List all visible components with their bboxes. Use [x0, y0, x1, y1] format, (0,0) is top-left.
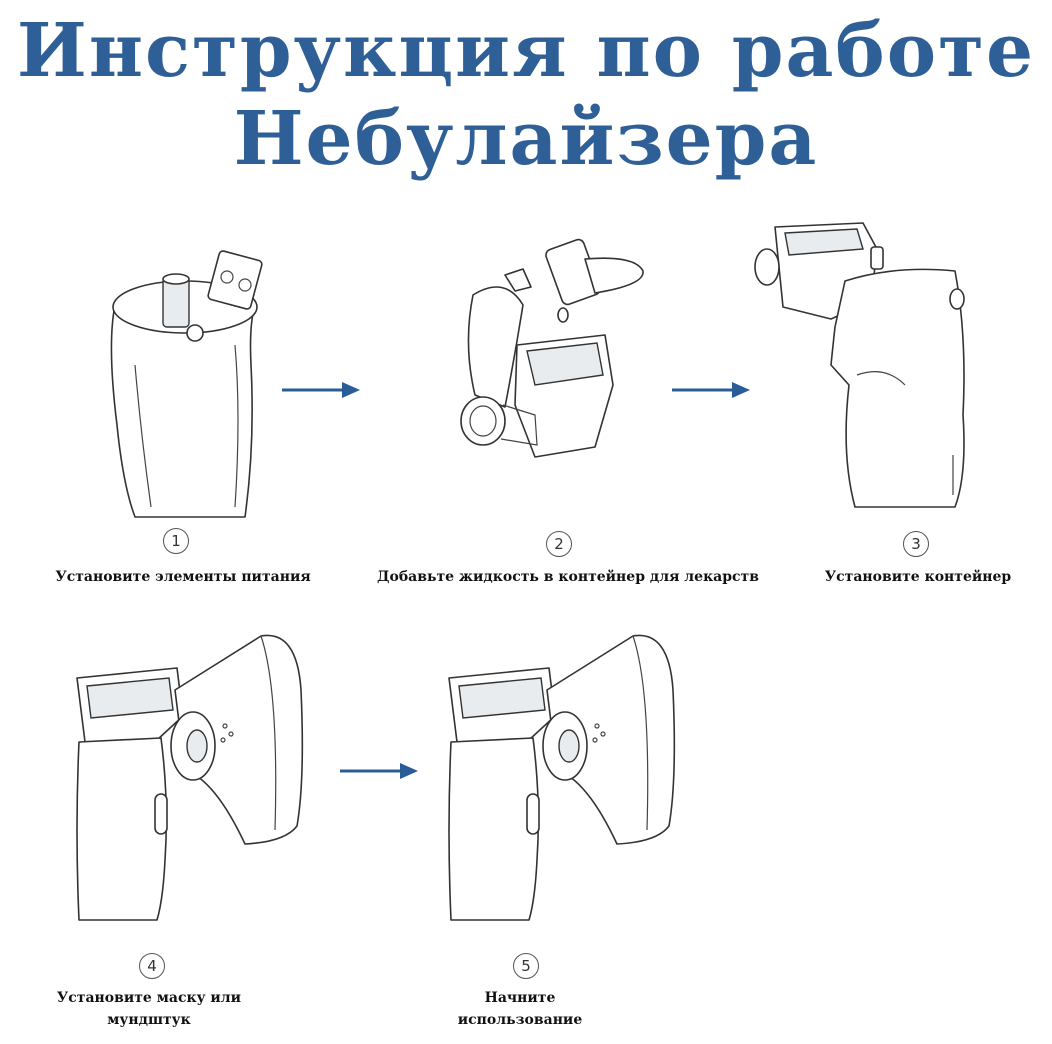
- step2-number: 2: [546, 531, 572, 557]
- step1-number: 1: [163, 528, 189, 554]
- step4-illustration: [76, 634, 304, 921]
- step5-caption: Начните использование: [457, 990, 583, 1028]
- step4-number: 4: [139, 953, 165, 979]
- arrow-right-icon: [672, 382, 750, 398]
- page-title-line2: Небулайзера: [233, 96, 819, 182]
- step1-illustration: [110, 250, 263, 518]
- arrow-right-icon: [282, 382, 360, 398]
- step4-caption: Установите маску или мундштук: [56, 990, 242, 1028]
- step3-caption: Установите контейнер: [824, 569, 1012, 585]
- page-title-line1: Инструкция по работе: [16, 8, 1036, 94]
- step5-illustration: [448, 634, 676, 921]
- step3-number: 3: [903, 531, 929, 557]
- step1-caption: Установите элементы питания: [55, 569, 311, 585]
- step3-illustration: [754, 222, 965, 508]
- step2-illustration: [460, 238, 644, 458]
- step5-number: 5: [513, 953, 539, 979]
- step2-caption: Добавьте жидкость в контейнер для лекарс…: [377, 569, 759, 585]
- arrow-right-icon: [340, 763, 418, 779]
